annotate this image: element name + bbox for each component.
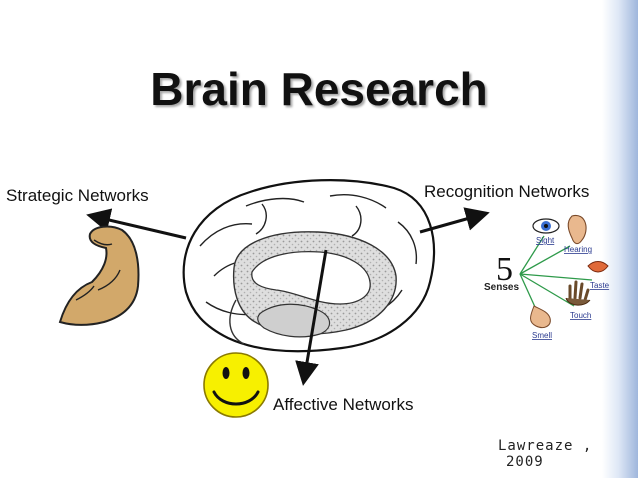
label-affective-networks: Affective Networks [273,395,414,414]
slide-title: Brain Research [150,63,488,115]
senses-count: 5 [496,251,513,288]
sense-label-sight: Sight [536,236,555,245]
sense-label-smell: Smell [532,331,552,340]
credit-text: Lawreaze , 2009 [498,438,592,470]
credit-author: Lawreaze , [498,438,593,454]
arrow-to-strategic [86,208,187,240]
lips-icon [587,261,609,273]
slide-edge-gradient [602,0,638,478]
ear-icon [567,214,587,245]
sense-label-taste: Taste [590,281,610,290]
sense-label-hearing: Hearing [564,245,592,254]
senses-graphic: 5 Senses Sight Hearing Taste [484,214,610,340]
arrow-to-affective [295,249,328,386]
brain-illustration [182,179,436,353]
flexed-arm-icon [58,225,140,326]
label-strategic-networks: Strategic Networks [6,186,149,205]
sense-label-touch: Touch [570,311,591,320]
hand-icon [565,280,591,306]
senses-heading: Senses [484,282,519,293]
nose-icon [530,305,551,329]
arrow-to-recognition [419,207,490,234]
label-recognition-networks: Recognition Networks [424,182,590,201]
credit-year: 2009 [506,454,544,470]
eye-icon [532,218,560,234]
smiley-face-icon [203,352,269,418]
